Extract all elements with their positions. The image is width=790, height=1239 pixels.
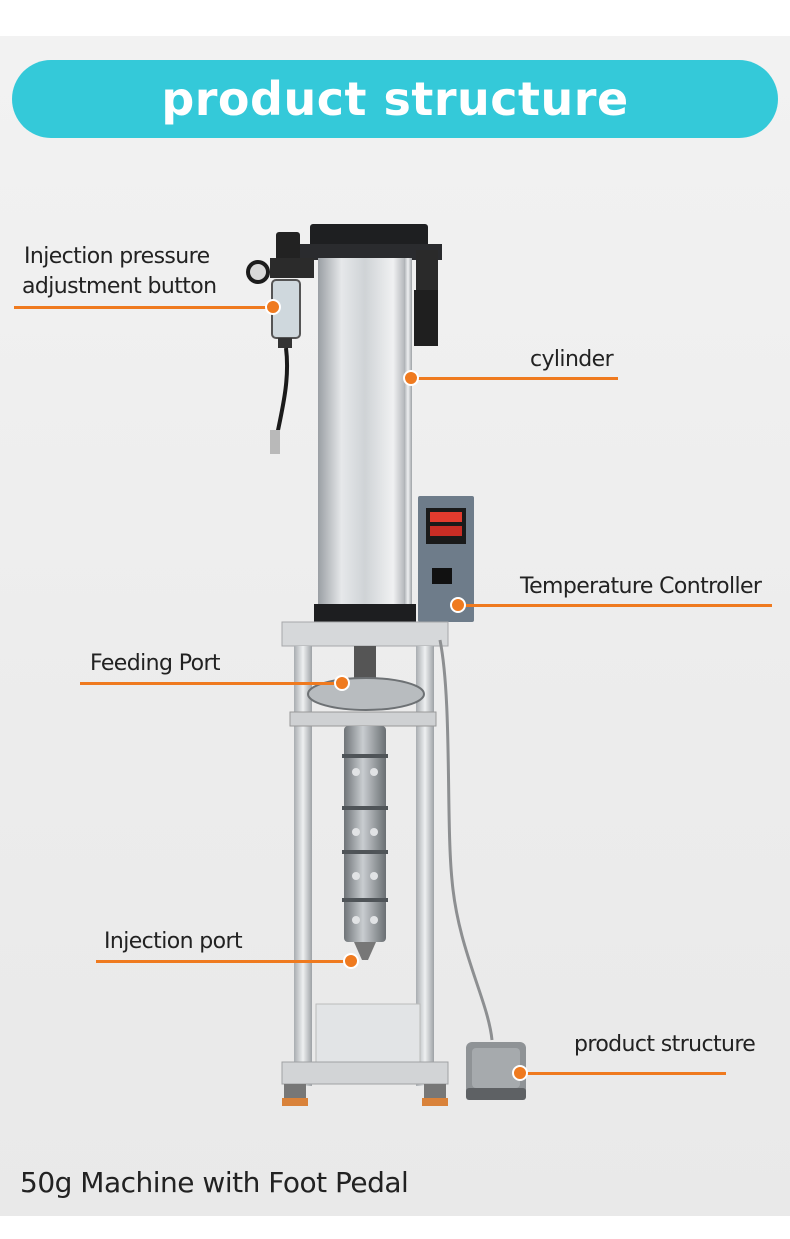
callout-dot-pressure [265, 299, 281, 315]
title-banner: product structure [12, 60, 778, 138]
top-plate [281, 621, 449, 647]
label-injection-pressure-line2: adjustment button [22, 274, 217, 299]
label-injection-pressure-line1: Injection pressure [24, 244, 210, 269]
callout-dot-feeding [334, 675, 350, 691]
caption: 50g Machine with Foot Pedal [20, 1166, 409, 1199]
label-injection-port: Injection port [104, 929, 243, 954]
label-feeding-port: Feeding Port [90, 651, 221, 676]
label-cylinder: cylinder [530, 347, 614, 372]
label-foot-pedal: product structure [574, 1032, 756, 1057]
left-column [294, 646, 312, 1086]
pedal-cable [438, 639, 494, 1041]
callout-dot-injection [343, 953, 359, 969]
banner-title: product structure [161, 72, 629, 126]
callout-dot-temperature [450, 597, 466, 613]
label-temperature-controller: Temperature Controller [520, 574, 762, 599]
right-column [416, 646, 434, 1086]
callout-line-feeding [80, 682, 342, 685]
callout-line-pressure [14, 306, 276, 309]
callout-line-cylinder [410, 377, 618, 380]
callout-dot-pedal [512, 1065, 528, 1081]
cylinder-body [318, 258, 412, 614]
callout-line-injection [96, 960, 352, 963]
top-cap [310, 224, 428, 250]
heating-barrel [344, 726, 386, 942]
base-plate [281, 1061, 449, 1085]
nozzle [354, 942, 376, 960]
callout-line-pedal [520, 1072, 726, 1075]
callout-line-temperature [458, 604, 772, 607]
callout-dot-cylinder [403, 370, 419, 386]
